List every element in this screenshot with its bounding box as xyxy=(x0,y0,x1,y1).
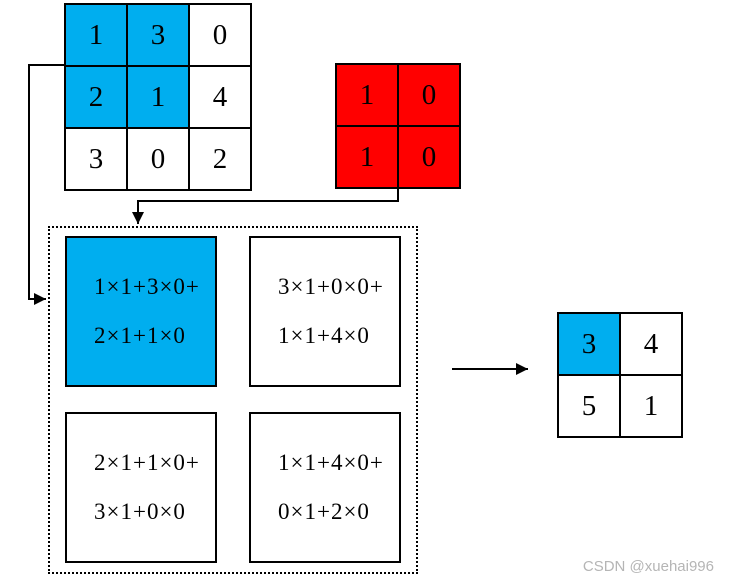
arrow-kernel-to-computation xyxy=(132,188,399,224)
output-matrix: 3 4 5 1 xyxy=(557,312,683,438)
kernel-matrix: 1 0 1 0 xyxy=(335,63,461,189)
computation-cell-bottom-left: 2×1+1×0+ 3×1+0×0 xyxy=(65,412,217,563)
expression-line: 1×1+4×0+ xyxy=(278,450,384,475)
computation-box xyxy=(48,226,418,574)
computation-cell-top-right: 3×1+0×0+ 1×1+4×0 xyxy=(249,236,401,387)
expression-line: 3×1+0×0 xyxy=(94,499,186,524)
output-cell: 4 xyxy=(621,314,681,374)
expression-line: 2×1+1×0+ xyxy=(94,450,200,475)
input-cell: 1 xyxy=(128,67,188,127)
kernel-cell: 1 xyxy=(337,127,397,187)
output-cell: 1 xyxy=(621,376,681,436)
watermark-text: CSDN @xuehai996 xyxy=(582,558,714,575)
input-cell: 0 xyxy=(128,129,188,189)
expression-line: 0×1+2×0 xyxy=(278,499,370,524)
computation-cell-top-left: 1×1+3×0+ 2×1+1×0 xyxy=(65,236,217,387)
input-cell: 3 xyxy=(128,5,188,65)
output-cell: 5 xyxy=(559,376,619,436)
computation-cell-bottom-right: 1×1+4×0+ 0×1+2×0 xyxy=(249,412,401,563)
input-cell: 2 xyxy=(66,67,126,127)
input-cell: 1 xyxy=(66,5,126,65)
kernel-cell: 0 xyxy=(399,127,459,187)
input-cell: 2 xyxy=(190,129,250,189)
expression-line: 2×1+1×0 xyxy=(94,323,186,348)
expression-line: 1×1+3×0+ xyxy=(94,274,200,299)
input-cell: 3 xyxy=(66,129,126,189)
expression-line: 1×1+4×0 xyxy=(278,323,370,348)
input-matrix: 1 3 0 2 1 4 3 0 2 xyxy=(64,3,252,191)
kernel-cell: 0 xyxy=(399,65,459,125)
input-cell: 0 xyxy=(190,5,250,65)
input-cell: 4 xyxy=(190,67,250,127)
kernel-cell: 1 xyxy=(337,65,397,125)
output-cell: 3 xyxy=(559,314,619,374)
expression-line: 3×1+0×0+ xyxy=(278,274,384,299)
